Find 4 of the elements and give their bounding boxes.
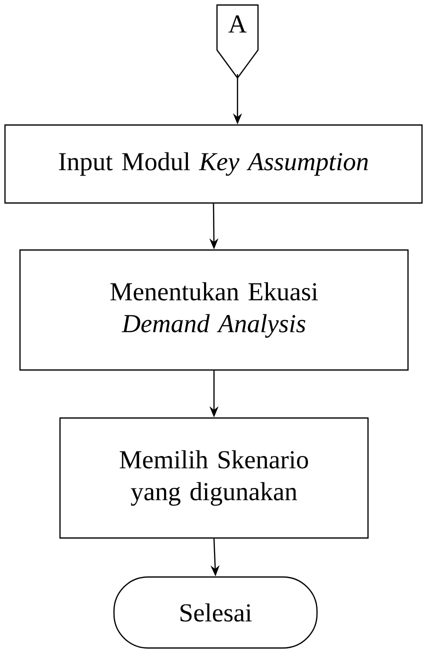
process-box: Input Modul Key Assumption — [4, 124, 423, 204]
off-page-connector: A — [216, 4, 259, 80]
process-box: Memilih Skenario yang digunakan — [59, 417, 369, 539]
process-box: Menentukan Ekuasi Demand Analysis — [19, 249, 409, 371]
